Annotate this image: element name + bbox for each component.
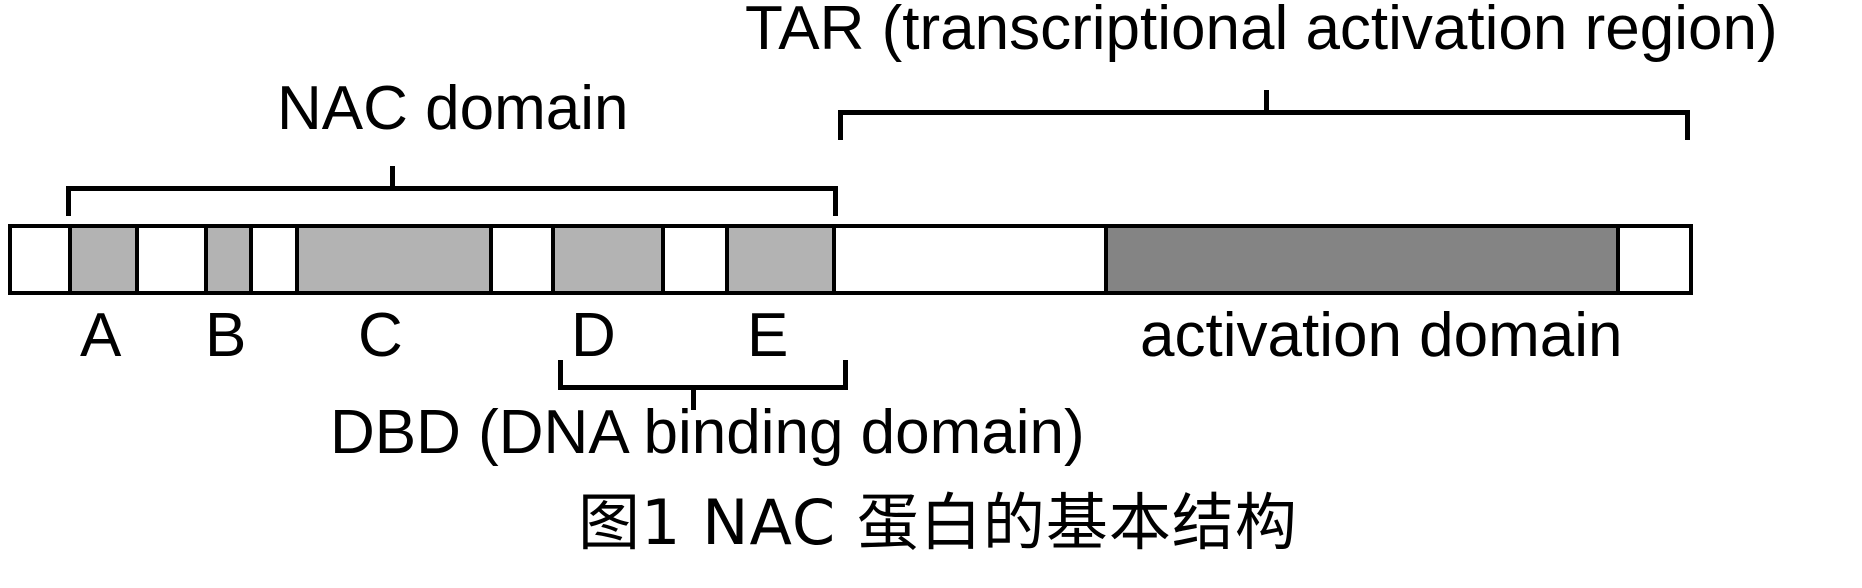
- protein-bar: [8, 224, 1693, 295]
- bar-segment-e: [725, 228, 836, 291]
- segment-letter-d: D: [571, 301, 616, 370]
- activation-domain-label: activation domain: [1140, 301, 1623, 370]
- bar-segment-ad: [1104, 228, 1620, 291]
- bracket-nac: [66, 166, 838, 216]
- figure-caption: 图1 NAC 蛋白的基本结构: [578, 486, 1298, 559]
- bar-segment-b: [204, 228, 253, 291]
- bar-segment-a: [68, 228, 139, 291]
- bracket-dbd: [558, 360, 848, 410]
- segment-letter-b: B: [205, 301, 247, 370]
- nac-domain-label: NAC domain: [277, 74, 629, 143]
- tar-bracket-label: TAR (transcriptional activation region): [745, 0, 1778, 63]
- segment-letter-c: C: [358, 301, 403, 370]
- segment-letter-e: E: [747, 301, 789, 370]
- bar-segment-c: [295, 228, 493, 291]
- bar-segment-d: [551, 228, 665, 291]
- dbd-bracket-label: DBD (DNA binding domain): [330, 398, 1085, 467]
- segment-letter-a: A: [80, 301, 122, 370]
- bracket-tar: [838, 90, 1690, 140]
